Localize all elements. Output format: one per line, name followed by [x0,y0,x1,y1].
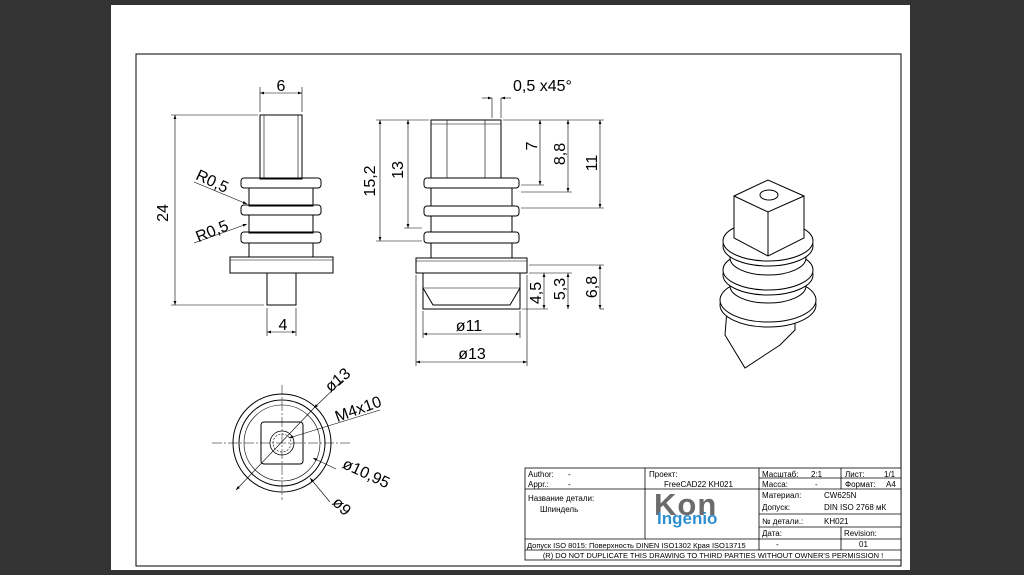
mass-label: Масса: [762,480,788,489]
material-value: CW625N [824,491,857,500]
revision-value: 01 [859,540,868,549]
revision-label: Revision: [844,529,877,538]
tolerance-label: Допуск: [762,503,790,512]
format-value: A4 [886,480,896,489]
dim-side-13: 13 [390,161,407,179]
front-view [229,114,334,306]
dim-side-4-5: 4,5 [528,282,545,304]
dim-side-5-3: 5,3 [552,278,569,300]
dim-front-height: 24 [155,204,172,222]
author-label: Author: [528,470,554,479]
date-label: Дата: [762,529,782,538]
top-view [212,385,352,500]
logo-kon-text: Kon [654,487,718,522]
material-label: Материал: [762,491,802,500]
dim-side-6-8: 6,8 [584,276,601,298]
sheet-value: 1/1 [884,470,896,479]
project-label: Проект: [649,470,678,479]
date-value: - [776,540,779,549]
logo-ingenio-text: Ingenio [657,509,718,528]
side-view [415,119,528,310]
dim-side-d13: ø13 [458,346,486,363]
copyright-notice: (R) DO NOT DUPLICATE THIS DRAWING TO THI… [542,551,884,560]
appr-label: Appr.: [528,480,549,489]
dim-front-width-top: 6 [277,78,286,95]
drawing-frame [135,53,902,567]
front-dimension-lines [171,87,303,336]
sheet-label: Лист: [845,470,865,479]
dim-front-width-bottom: 4 [279,317,288,334]
tolerance-value: DIN ISO 2768 мК [824,503,887,512]
part-name-value: Шпиндель [540,505,579,514]
format-label: Формат: [845,480,876,489]
appr-value: - [568,480,571,489]
author-value: - [568,470,571,479]
isometric-view [719,179,817,369]
part-name-label: Название детали: [528,494,595,503]
dim-side-d11: ø11 [456,318,482,335]
mass-value: - [815,480,818,489]
tolerance-note: Допуск ISO 8015: Поверхность DINEN ISO13… [527,541,746,550]
scale-label: Масштаб: [762,470,799,479]
scale-value: 2:1 [811,470,823,479]
part-no-value: KH021 [824,517,849,526]
part-no-label: № детали.: [762,517,804,526]
project-value: FreeCAD22 KH021 [664,480,733,489]
top-dimension-lines [235,379,381,503]
dim-side-15-2: 15,2 [362,165,379,196]
dim-side-8-8: 8,8 [552,143,569,165]
side-dimension-lines [376,96,604,366]
dim-side-7: 7 [524,141,541,150]
dim-side-chamfer: 0,5 x45° [513,78,572,95]
dim-side-11: 11 [584,155,601,172]
